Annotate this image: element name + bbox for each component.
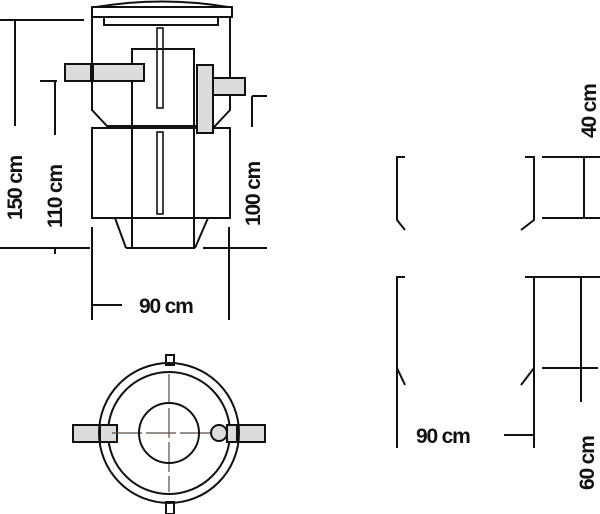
upper-right-wall	[520, 156, 535, 231]
lower-right-wall	[520, 276, 600, 448]
lower-left-wall	[396, 276, 406, 448]
dim-90-line	[91, 227, 230, 320]
center-rod-upper	[156, 27, 164, 109]
lid-dome	[95, 0, 229, 8]
outlet-pipe	[212, 77, 246, 96]
dim-110-line	[40, 80, 57, 254]
top-tab	[165, 354, 175, 366]
label-90-elevation: 90 cm	[139, 295, 193, 318]
elevation-dimensions: 150 cm 110 cm 100 cm 90 cm	[0, 19, 267, 320]
lid-rim	[103, 16, 219, 26]
label-110: 110 cm	[44, 165, 67, 228]
dim-40-line	[542, 156, 600, 219]
upper-left-wall	[396, 156, 406, 231]
dim-60-line	[542, 277, 598, 402]
plan-outlet-stub	[226, 424, 238, 443]
label-40: 40 cm	[578, 84, 600, 138]
side-view: 40 cm 60 cm 90 cm	[396, 84, 600, 490]
lower-section	[91, 127, 231, 219]
center-tube	[138, 402, 200, 464]
elevation-view	[64, 0, 246, 249]
label-90-side: 90 cm	[416, 425, 470, 448]
label-100: 100 cm	[242, 161, 265, 226]
dim-100-line	[251, 95, 267, 127]
label-150: 150 cm	[4, 155, 27, 220]
inlet-pipe	[64, 63, 145, 82]
inlet-pipe-collar	[90, 63, 94, 82]
center-axes	[112, 374, 226, 492]
lid	[91, 6, 233, 18]
center-rod-lower	[156, 131, 164, 215]
outlet-riser	[196, 64, 214, 134]
label-60: 60 cm	[576, 436, 599, 490]
plan-view	[72, 354, 266, 514]
outlet-port	[210, 424, 228, 442]
dim-150-line	[0, 19, 84, 126]
